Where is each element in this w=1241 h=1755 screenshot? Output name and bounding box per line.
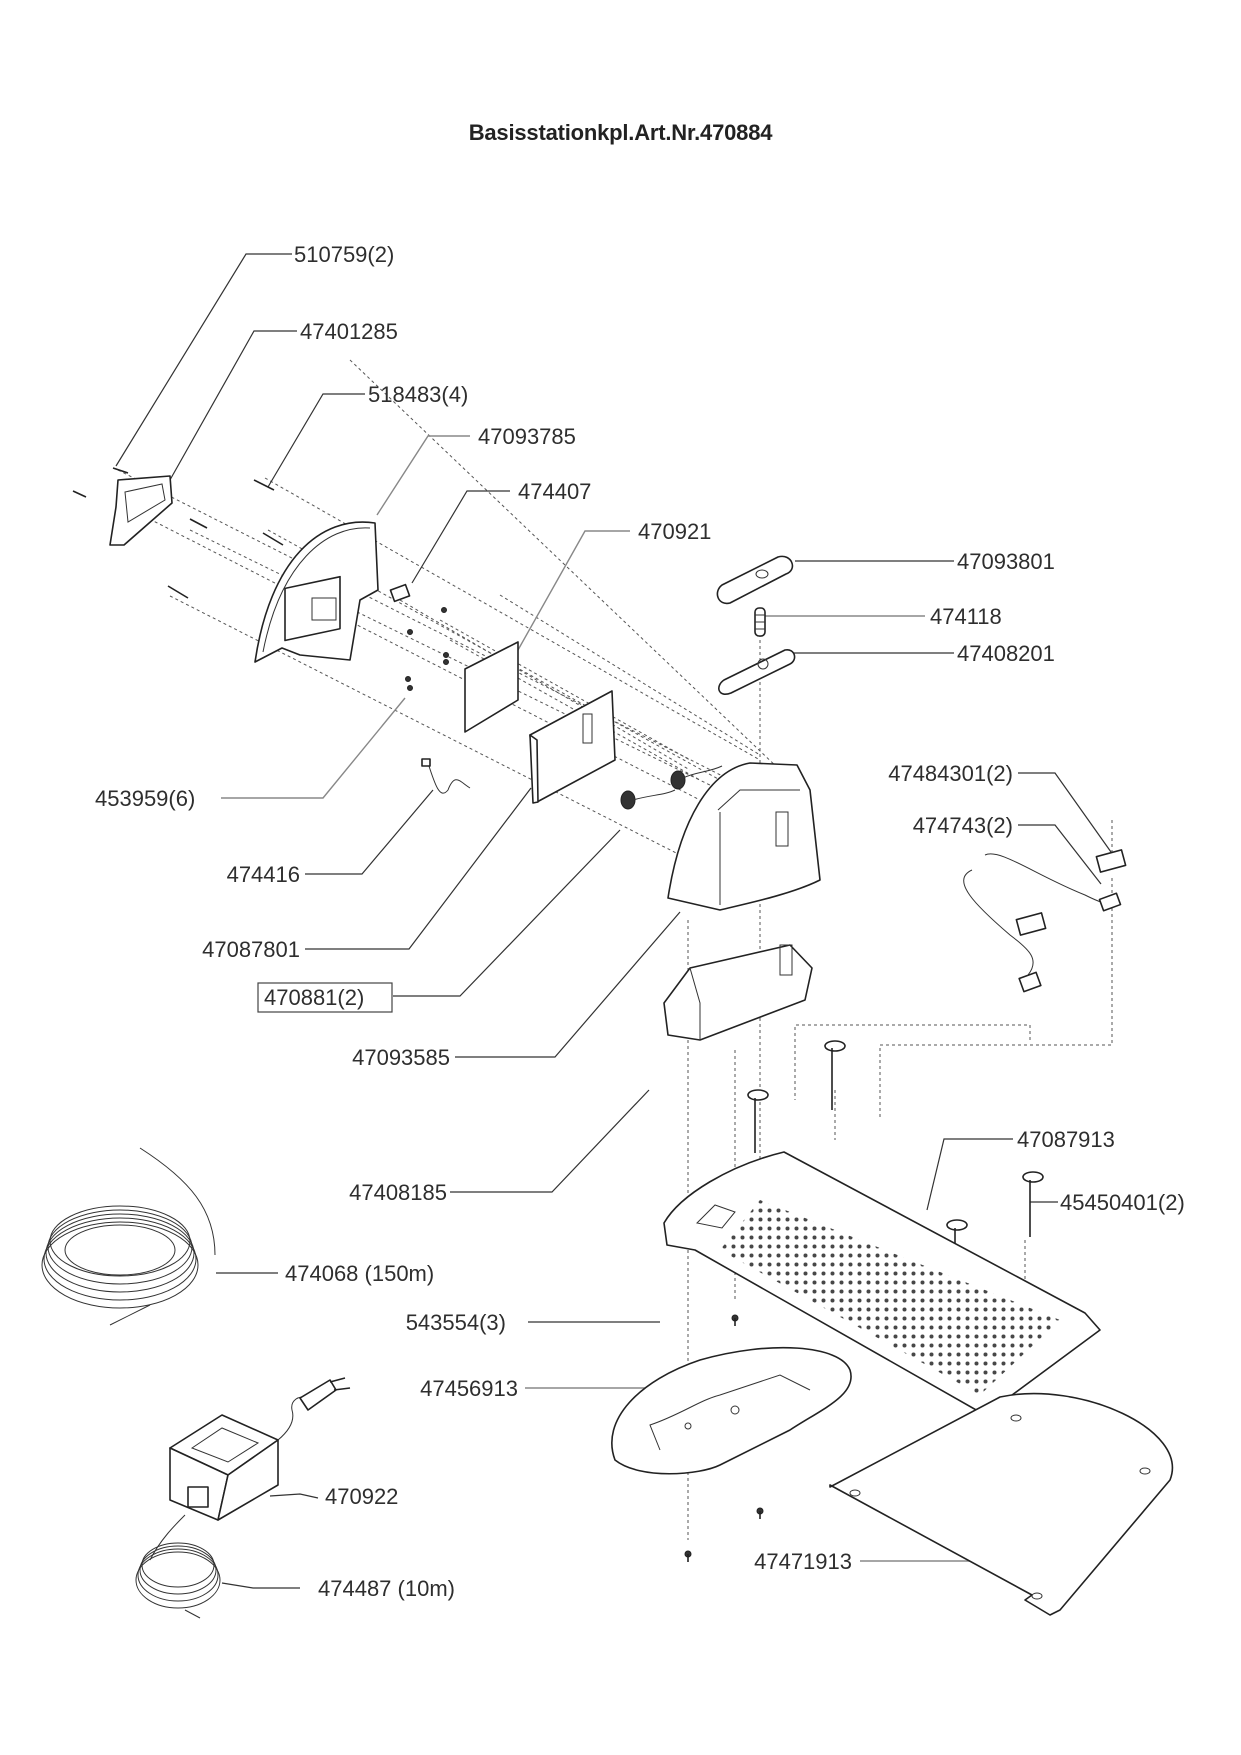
cover-plate-icon [109,475,173,546]
label-474118: 474118 [930,604,1002,629]
circuit-board-icon [464,641,519,733]
boxed-label-frame [257,982,393,1013]
low-voltage-cable-icon [135,1514,221,1619]
part-labels: 510759(2) 47401285 518483(4) 47093785 47… [95,242,1185,1601]
label-474743: 474743(2) [913,813,1013,838]
label-47408185: 47408185 [349,1180,447,1205]
diagram-title: Basisstationkpl.Art.Nr.470884 [468,120,773,145]
contact-spring-icon [620,765,723,810]
label-453959: 453959(6) [95,786,195,811]
leader-lines [115,253,1112,1589]
label-47456913: 47456913 [420,1376,518,1401]
top-cap-icon [716,555,794,605]
ground-peg-icon [747,1040,1044,1280]
long-screw-icon [167,479,284,599]
spring-icon [754,607,766,637]
label-474487: 474487 (10m) [318,1576,455,1601]
underlay-sheet-icon [829,1392,1174,1616]
screw-icon [72,467,129,498]
label-47087913: 47087913 [1017,1127,1115,1152]
station-head-icon [667,762,821,911]
mount-plate-icon [718,649,796,695]
base-plate-icon [663,1151,1101,1416]
label-470881: 470881(2) [264,985,364,1010]
small-screw-icon [405,607,449,691]
label-47401285: 47401285 [300,319,398,344]
ramp-plate-icon [611,1346,852,1475]
label-45450401: 45450401(2) [1060,1190,1185,1215]
label-47093585: 47093585 [352,1045,450,1070]
label-474407: 474407 [518,479,591,504]
wire-coil-icon [41,1147,216,1326]
power-supply-icon [169,1377,351,1521]
label-474068: 474068 (150m) [285,1261,434,1286]
label-47087801: 47087801 [202,937,300,962]
housing-icon [254,521,379,663]
label-518483: 518483(4) [368,382,468,407]
base-screw-icon [684,1314,764,1562]
label-47471913: 47471913 [754,1549,852,1574]
label-47408201: 47408201 [957,641,1055,666]
label-47093801: 47093801 [957,549,1055,574]
switch-icon [389,583,411,603]
base-socket-icon [663,944,813,1041]
label-47484301: 47484301(2) [888,761,1013,786]
board-holder-icon [529,690,616,804]
connector-cable-icon [963,853,1122,993]
label-543554: 543554(3) [406,1310,506,1335]
cable-icon [421,758,471,794]
label-510759: 510759(2) [294,242,394,267]
label-470921: 470921 [638,519,711,544]
label-47093785: 47093785 [478,424,576,449]
label-470922: 470922 [325,1484,398,1509]
connector-cover-icon [1015,849,1127,936]
label-474416: 474416 [227,862,300,887]
